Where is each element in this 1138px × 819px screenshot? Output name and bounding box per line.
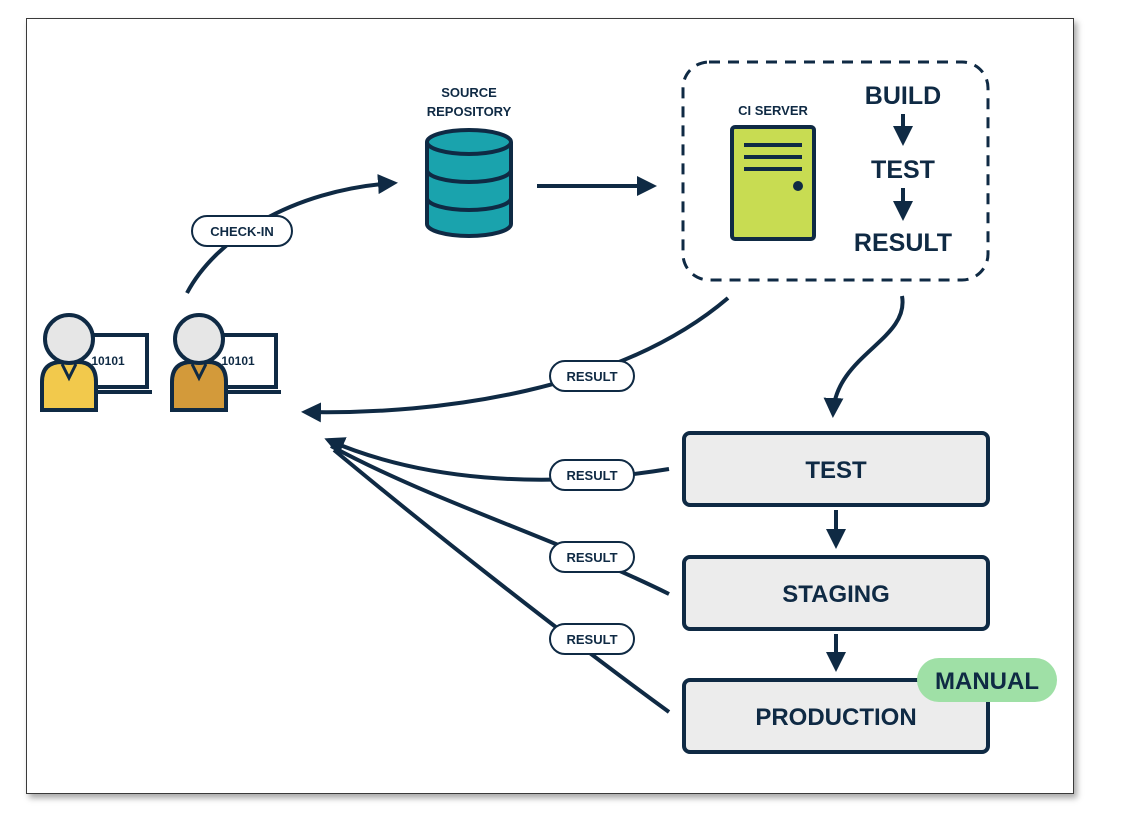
person-2-head bbox=[173, 313, 225, 365]
repository-title-line2: REPOSITORY bbox=[427, 104, 512, 119]
check-in-label: CHECK-IN bbox=[210, 224, 274, 239]
staging-result-label: RESULT bbox=[566, 550, 617, 565]
manual-badge: MANUAL bbox=[917, 658, 1057, 702]
ci-to-test-arrow bbox=[823, 295, 905, 418]
stage-production-label: PRODUCTION bbox=[755, 704, 916, 731]
ci-step-build: BUILD bbox=[865, 82, 941, 110]
stage-production: PRODUCTION bbox=[682, 678, 990, 754]
ci-result-arrow bbox=[301, 296, 730, 423]
person-1-head bbox=[43, 313, 95, 365]
stage-staging: STAGING bbox=[682, 555, 990, 631]
database-icon bbox=[425, 128, 513, 238]
ci-step-result: RESULT bbox=[854, 229, 952, 257]
staging-result-pill: RESULT bbox=[549, 541, 635, 573]
test-result-pill: RESULT bbox=[549, 459, 635, 491]
check-in-pill: CHECK-IN bbox=[191, 215, 293, 247]
production-result-label: RESULT bbox=[566, 632, 617, 647]
laptop-2-code: 10101 bbox=[221, 354, 255, 368]
test-result-label: RESULT bbox=[566, 468, 617, 483]
staging-result-arrow bbox=[330, 444, 670, 596]
person-2-body bbox=[170, 360, 228, 412]
ci-region bbox=[681, 60, 990, 282]
developer-1: 10101 bbox=[40, 313, 152, 412]
repository-title-line1: SOURCE bbox=[441, 85, 497, 100]
ci-result-label: RESULT bbox=[566, 369, 617, 384]
ci-result-pill: RESULT bbox=[549, 360, 635, 392]
production-result-pill: RESULT bbox=[549, 623, 635, 655]
person-1-body bbox=[40, 360, 98, 412]
production-result-arrow bbox=[332, 448, 671, 714]
stage-test-label: TEST bbox=[805, 457, 867, 484]
stage-staging-label: STAGING bbox=[782, 581, 890, 608]
developer-2: 10101 bbox=[170, 313, 281, 412]
stage-test: TEST bbox=[682, 431, 990, 507]
ci-server-label: CI SERVER bbox=[738, 103, 808, 118]
ci-step-test: TEST bbox=[871, 156, 935, 184]
laptop-1-code: 10101 bbox=[91, 354, 125, 368]
server-icon bbox=[730, 125, 816, 241]
manual-badge-label: MANUAL bbox=[935, 668, 1039, 695]
